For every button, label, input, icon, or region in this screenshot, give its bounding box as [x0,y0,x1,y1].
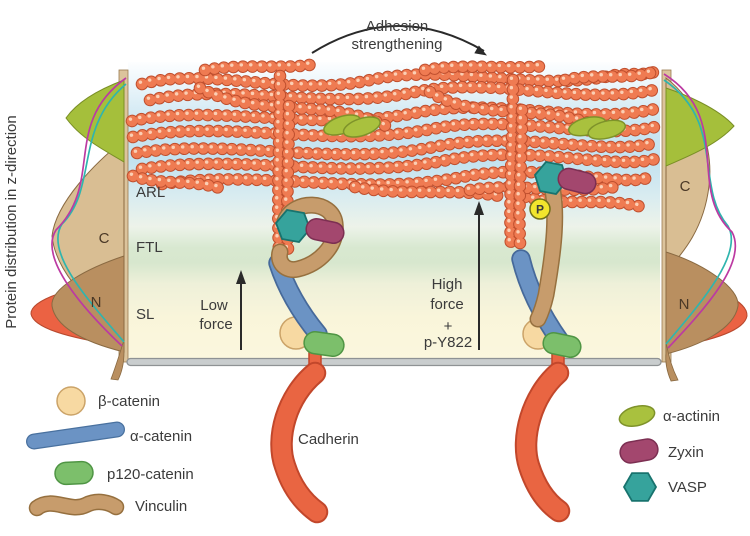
alpha-actinin-icon [618,405,656,427]
zyxin-icon [305,217,345,245]
phospho-badge-icon [529,198,551,220]
alpha-actinin-icon [587,119,627,140]
terminus-n-left: N [91,294,102,311]
distribution-curve-magenta [663,73,737,349]
terminus-c-right: C [680,178,691,195]
plasma-membrane [126,357,662,367]
adhesion-complex-low-force [268,196,345,358]
cadherin-right [514,345,571,523]
distribution-curve-green [65,79,125,163]
vinculin-icon [272,198,343,277]
vasp-icon [274,209,312,243]
distribution-curve-vinculin-n [665,251,739,355]
phospho-badge-label: P [536,203,544,217]
cadherin-label: Cadherin [298,431,359,448]
vasp-icon [533,161,569,195]
zyxin-icon [557,167,597,195]
distribution-panel-left: C N [30,69,129,381]
y-axis-label: Protein distribution in z-direction [3,115,20,328]
actin-filament-beads [519,110,522,243]
zyxin-icon [619,438,659,464]
legend-label: α-catenin [130,428,192,445]
distribution-tail [665,341,679,382]
high-force-arrow [474,201,484,350]
adhesion-strengthening-label-line1: Adhesion [366,18,429,35]
alpha-catenin-icon [27,422,124,449]
legend-right: α-actinin Zyxin VASP [618,405,720,502]
distribution-tail [110,339,125,381]
p120-catenin-icon [54,460,94,486]
cadherin-left [270,345,329,524]
low-force-arrow [236,270,246,350]
low-force-label-line1: Low [200,297,228,314]
legend-label: α-actinin [663,408,720,425]
layer-label-arl: ARL [136,184,165,201]
legend-label: p120-catenin [107,466,194,483]
legend-label: Zyxin [668,444,704,461]
terminus-c-left: C [99,230,110,247]
layer-label-ftl: FTL [136,239,163,256]
vasp-icon [622,472,658,502]
adhesion-strengthening-label-line2: strengthening [352,36,443,53]
distribution-curve-cyan [663,79,733,345]
p120-catenin-icon [542,331,582,359]
high-force-label-line4: p-Y822 [424,334,472,351]
vinculin-icon [531,169,562,326]
low-force-label-line2: force [199,316,232,333]
distribution-curve-vinculin-n [51,255,125,353]
legend-label: Vinculin [135,498,187,515]
p120-catenin-icon [303,330,345,358]
distribution-panel-right: C N [661,69,748,382]
vinculin-icon [30,495,123,515]
legend-label: VASP [668,479,707,496]
beta-catenin-icon [56,386,86,416]
cadherin-tail [272,363,327,522]
layer-label-sl: SL [136,306,154,323]
alpha-actinin-icon [342,116,381,138]
adhesion-complex-high-force: P [511,161,597,359]
legend-left: β-catenin α-catenin p120-catenin Vinculi… [26,386,194,517]
distribution-curve-magenta [51,77,127,347]
terminus-n-right: N [679,296,690,313]
high-force-label-line2: force [430,296,463,313]
alpha-actinin-pair-1 [323,114,381,138]
adhesion-strengthening-arrow [311,25,487,56]
cadherin-tail [516,363,569,521]
high-force-label-line1: High [432,276,463,293]
high-force-label-line3: + [444,318,453,335]
alpha-actinin-pair-2 [567,116,627,140]
legend-label: β-catenin [98,393,160,410]
